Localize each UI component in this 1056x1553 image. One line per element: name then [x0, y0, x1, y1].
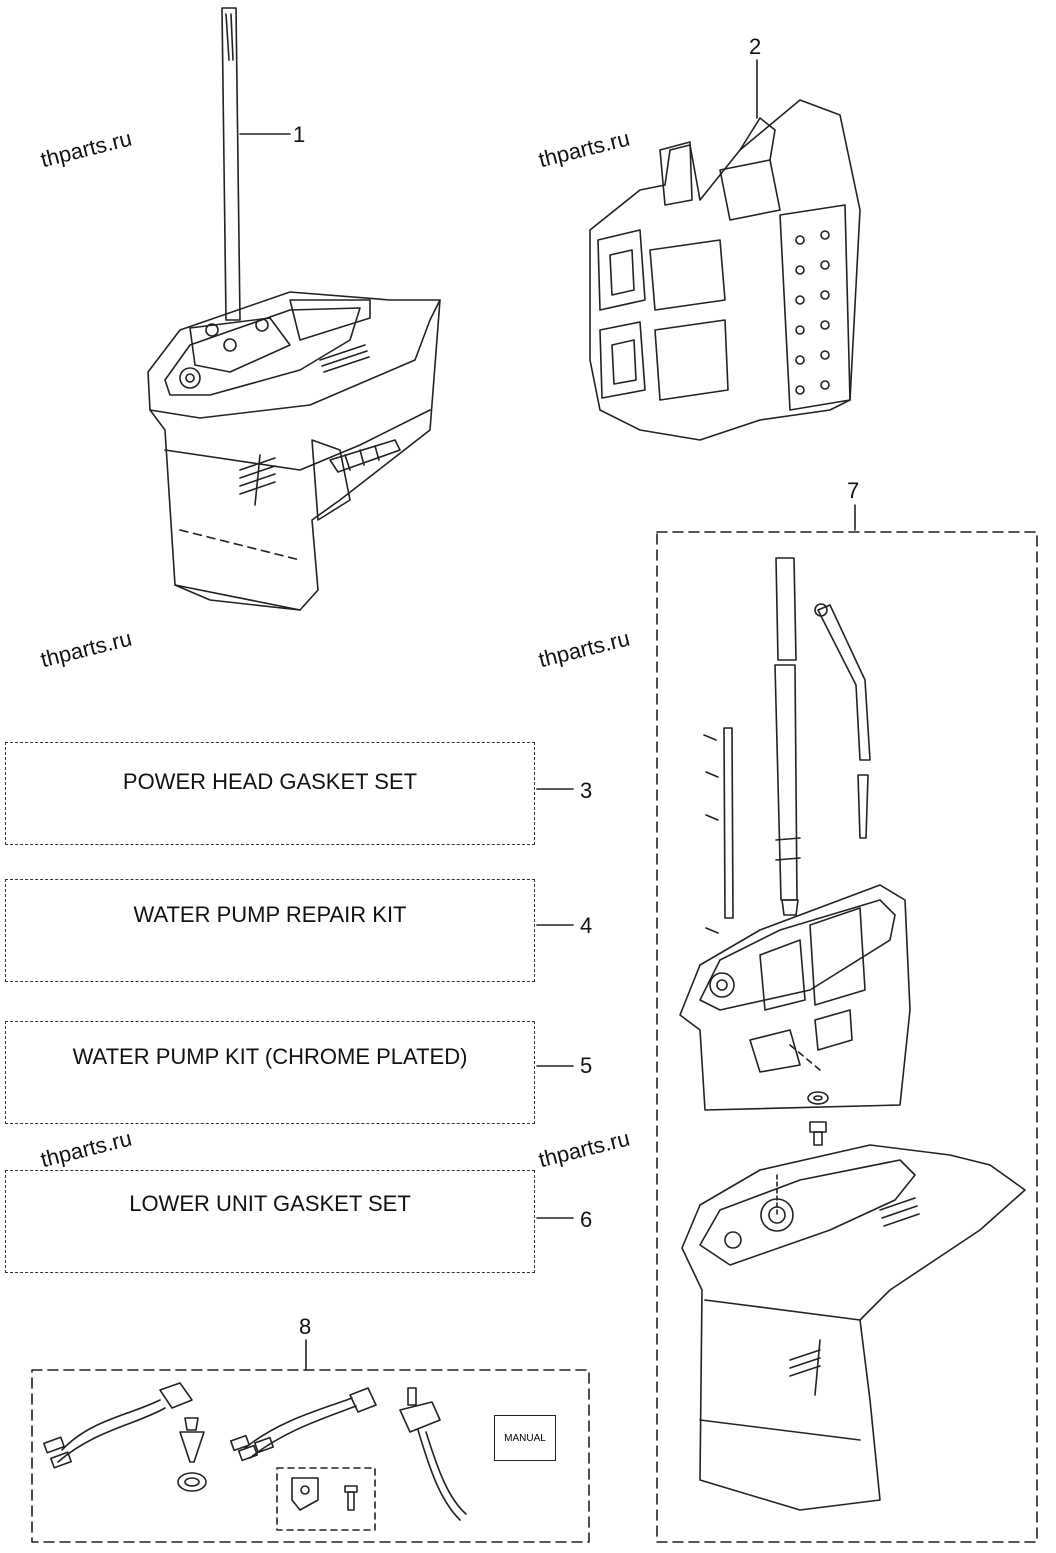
kit-box-water-pump-chrome: WATER PUMP KIT (CHROME PLATED) [5, 1021, 535, 1124]
callout-5: 5 [580, 1053, 593, 1078]
kit-label-water-pump-chrome: WATER PUMP KIT (CHROME PLATED) [72, 1044, 468, 1069]
lower-unit-assembly [147, 7, 441, 611]
kit-box-water-pump-repair: WATER PUMP REPAIR KIT [5, 879, 535, 982]
callout-6: 6 [580, 1207, 593, 1232]
bolt-pattern [795, 230, 830, 395]
kit-8-dashed-box [31, 1369, 590, 1543]
kit-7-dashed-box [656, 531, 1038, 1543]
manual-label: MANUAL [504, 1432, 546, 1444]
callout-8: 8 [299, 1314, 312, 1339]
kit-box-power-head: POWER HEAD GASKET SET [5, 742, 535, 845]
kit-box-lower-unit: LOWER UNIT GASKET SET [5, 1170, 535, 1273]
driveshaft-housing-kit [656, 504, 1038, 1543]
callout-4: 4 [580, 913, 593, 938]
manual-box: MANUAL [494, 1415, 556, 1461]
callout-3: 3 [580, 778, 593, 803]
wiring-kit [31, 1339, 590, 1543]
callout-2: 2 [749, 34, 762, 59]
callout-7: 7 [847, 478, 860, 503]
callout-1: 1 [293, 122, 306, 147]
kit-label-lower-unit: LOWER UNIT GASKET SET [129, 1191, 411, 1216]
kit-label-power-head: POWER HEAD GASKET SET [122, 769, 418, 794]
power-head-block [589, 59, 861, 441]
kit-label-water-pump-repair: WATER PUMP REPAIR KIT [133, 902, 407, 927]
